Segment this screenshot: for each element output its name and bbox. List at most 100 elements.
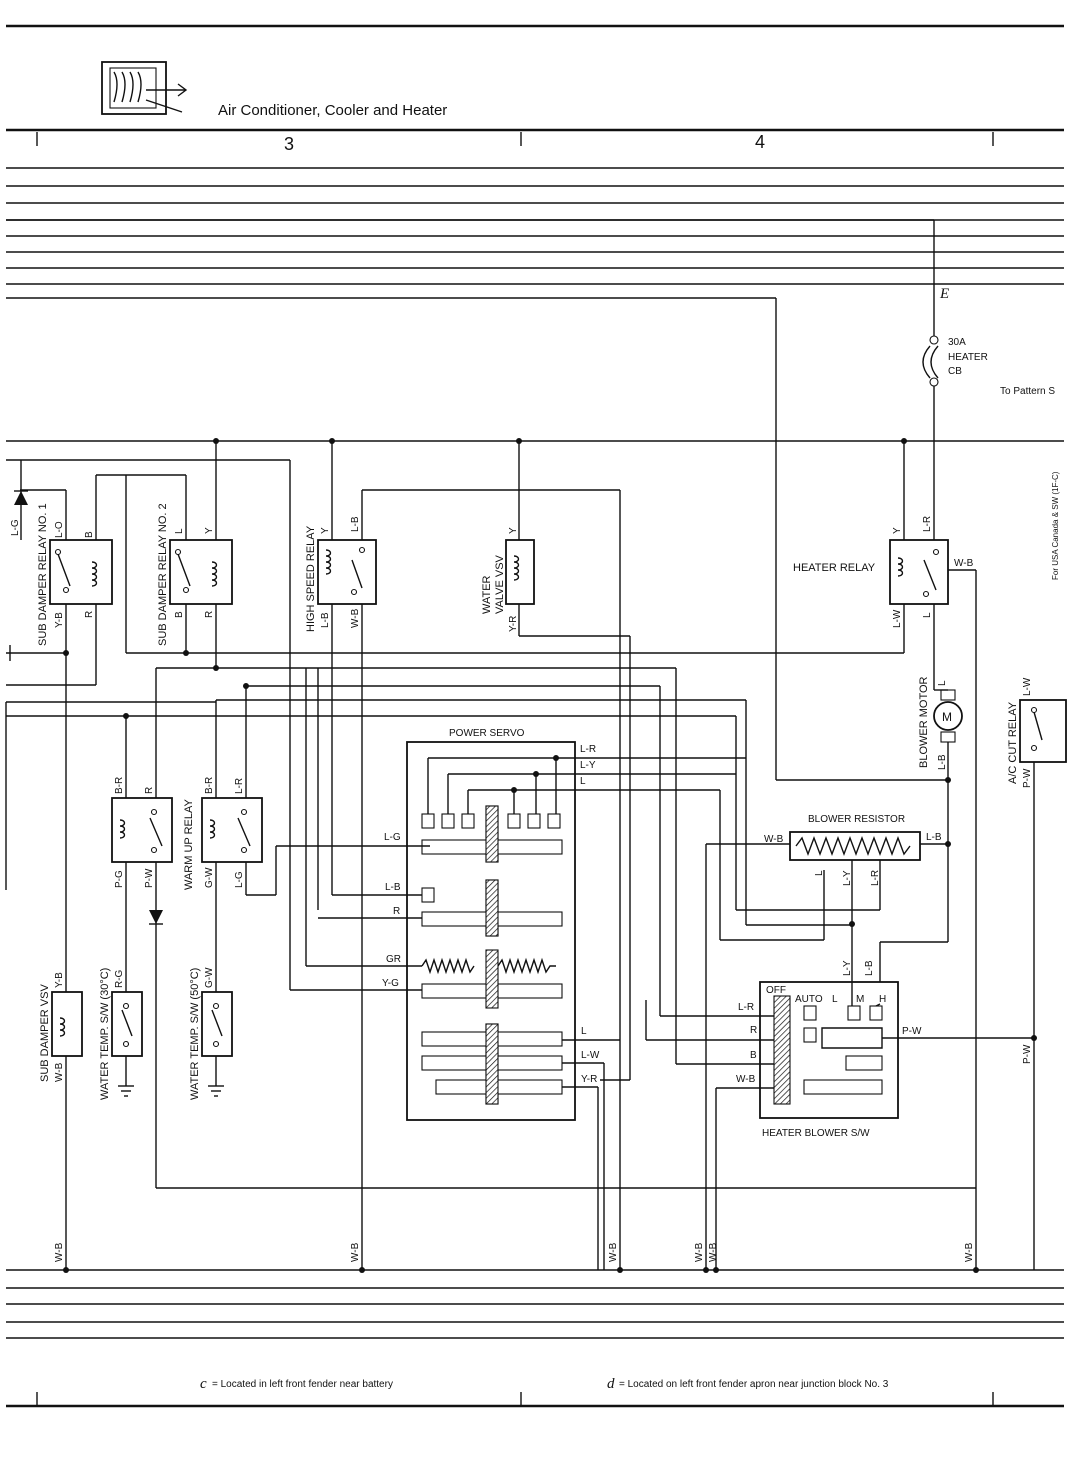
- wire-label: L-Y: [842, 870, 853, 886]
- ac-icon: [101, 61, 188, 115]
- component-label: A/C CUT RELAY: [1007, 701, 1019, 784]
- wire-label: Y-R: [581, 1074, 597, 1085]
- wire-label: B-R: [114, 777, 125, 794]
- footnote-key: c: [200, 1376, 207, 1392]
- wire-label: L-R: [580, 744, 596, 755]
- wire-label: P-W: [1022, 768, 1033, 788]
- switch-position-label: L: [832, 994, 838, 1005]
- column-number: 3: [284, 134, 294, 154]
- switch-position-label: M: [856, 994, 864, 1005]
- wire-label: L-R: [738, 1002, 754, 1013]
- wire-label: P-W: [1022, 1044, 1033, 1064]
- wire-label: W-B: [608, 1242, 619, 1262]
- diode-icon: [14, 491, 28, 505]
- switch-position-label: OFF: [766, 985, 786, 996]
- fuse-id: E: [939, 286, 949, 302]
- ac-cut-relay: A/C CUT RELAY L-W P-W P-W: [1007, 677, 1067, 1064]
- component-label: SUB DAMPER RELAY NO. 1: [37, 503, 49, 646]
- wire-label: W-B: [350, 608, 361, 628]
- wire-label: P-W: [144, 868, 155, 888]
- wire-label: Y: [892, 527, 903, 534]
- page-title: Air Conditioner, Cooler and Heater: [218, 102, 447, 119]
- wire-label: G-W: [204, 867, 215, 888]
- wire-label: R: [84, 611, 95, 618]
- component-label: SUB DAMPER RELAY NO. 2: [157, 503, 169, 646]
- warm-up-relay: WARM UP RELAY B-R L-R G-W L-G: [183, 777, 263, 890]
- wire-label: Y-B: [54, 612, 65, 628]
- wire-label: L-B: [350, 516, 361, 532]
- wire-label: R-G: [114, 969, 125, 988]
- wire-label: L-R: [234, 778, 245, 794]
- wire-label: L-Y: [842, 960, 853, 976]
- heater-blower-switch: OFF AUTO L M H L-R R B W-B P-W L-Y L-B H…: [736, 960, 922, 1139]
- component-label: HEATER BLOWER S/W: [762, 1128, 870, 1139]
- wire-label: B: [750, 1050, 757, 1061]
- component-label: WATER TEMP. S/W (50°C): [189, 968, 201, 1100]
- wire-label: L-B: [385, 882, 401, 893]
- switch-position-label: H: [879, 994, 886, 1005]
- fuse-name: CB: [948, 366, 962, 377]
- wire-label: L-R: [870, 870, 881, 886]
- sub-damper-relay-2: SUB DAMPER RELAY NO. 2 L Y B R: [157, 503, 233, 646]
- wire-label: Y-G: [382, 978, 399, 989]
- wire-label: L-W: [892, 609, 903, 628]
- water-temp-switch-50: WATER TEMP. S/W (50°C) G-W: [189, 967, 233, 1100]
- sub-damper-vsv: SUB DAMPER VSV Y-B W-B: [39, 972, 83, 1082]
- wire-label: P-G: [114, 870, 125, 888]
- wire-label: Y: [320, 527, 331, 534]
- wire-label: R: [144, 787, 155, 794]
- wire-label: B: [174, 611, 185, 618]
- component-label: HEATER RELAY: [793, 562, 876, 574]
- footnote-text: = Located in left front fender near batt…: [212, 1379, 393, 1390]
- high-speed-relay: HIGH SPEED RELAY Y L-B L-B W-B: [305, 516, 377, 632]
- wire-label: W-B: [964, 1242, 975, 1262]
- heater-relay: HEATER RELAY Y L-R L-W L W-B: [793, 516, 974, 628]
- wire-label: Y: [204, 527, 215, 534]
- component-label: WATER TEMP. S/W (30°C): [99, 968, 111, 1100]
- component-label: VALVE VSV: [494, 554, 506, 614]
- component-label: POWER SERVO: [449, 728, 525, 739]
- wire-label: GR: [386, 954, 401, 965]
- sub-damper-relay-1: SUB DAMPER RELAY NO. 1 L-O B Y-B R: [37, 503, 113, 646]
- wire-label: L: [937, 680, 948, 686]
- footnote-text: = Located on left front fender apron nea…: [619, 1379, 889, 1390]
- wire-label: L: [580, 776, 586, 787]
- wire-label: P-W: [902, 1026, 922, 1037]
- to-pattern-label: To Pattern S: [1000, 386, 1055, 397]
- column-number: 4: [755, 132, 765, 152]
- component-label: SUB DAMPER VSV: [39, 984, 51, 1082]
- wire-label: L: [581, 1026, 587, 1037]
- wire-label: L-R: [922, 516, 933, 532]
- wire-label: L-B: [937, 754, 948, 770]
- blower-resistor: BLOWER RESISTOR W-B L-B L L-Y L-R: [764, 814, 942, 886]
- wire-label: W-B: [736, 1074, 756, 1085]
- wire-label: R: [204, 611, 215, 618]
- wire-label: R: [393, 906, 400, 917]
- wire-label: L: [174, 528, 185, 534]
- fuse-rating: 30A: [948, 337, 966, 348]
- wire-label: L-B: [320, 612, 331, 628]
- circuit-breaker: [922, 335, 939, 387]
- wire-label: L-G: [10, 519, 21, 536]
- fuse-name: HEATER: [948, 352, 988, 363]
- wire-label: W-B: [708, 1242, 719, 1262]
- wire-label: Y-R: [508, 616, 519, 632]
- wire-label: B: [84, 531, 95, 538]
- wire-label: L-G: [384, 832, 401, 843]
- wire-label: W-B: [764, 834, 784, 845]
- wire-label: W-B: [694, 1242, 705, 1262]
- side-note: For USA Canada & SW (1F-C): [1051, 471, 1060, 580]
- wire-label: L-B: [864, 960, 875, 976]
- wire-label: W-B: [954, 558, 974, 569]
- component-label: WARM UP RELAY: [183, 798, 195, 890]
- wire-label: L-W: [581, 1050, 600, 1061]
- ground-icon: [118, 1085, 134, 1097]
- relay: B-R R P-G P-W: [111, 777, 173, 888]
- component-label: BLOWER MOTOR: [918, 676, 930, 768]
- wire-label: G-W: [204, 967, 215, 988]
- wire-label: Y: [508, 527, 519, 534]
- component-label: BLOWER RESISTOR: [808, 814, 905, 825]
- wire-label: L-B: [926, 832, 942, 843]
- footnote-key: d: [607, 1376, 615, 1392]
- wire-label: B-R: [204, 777, 215, 794]
